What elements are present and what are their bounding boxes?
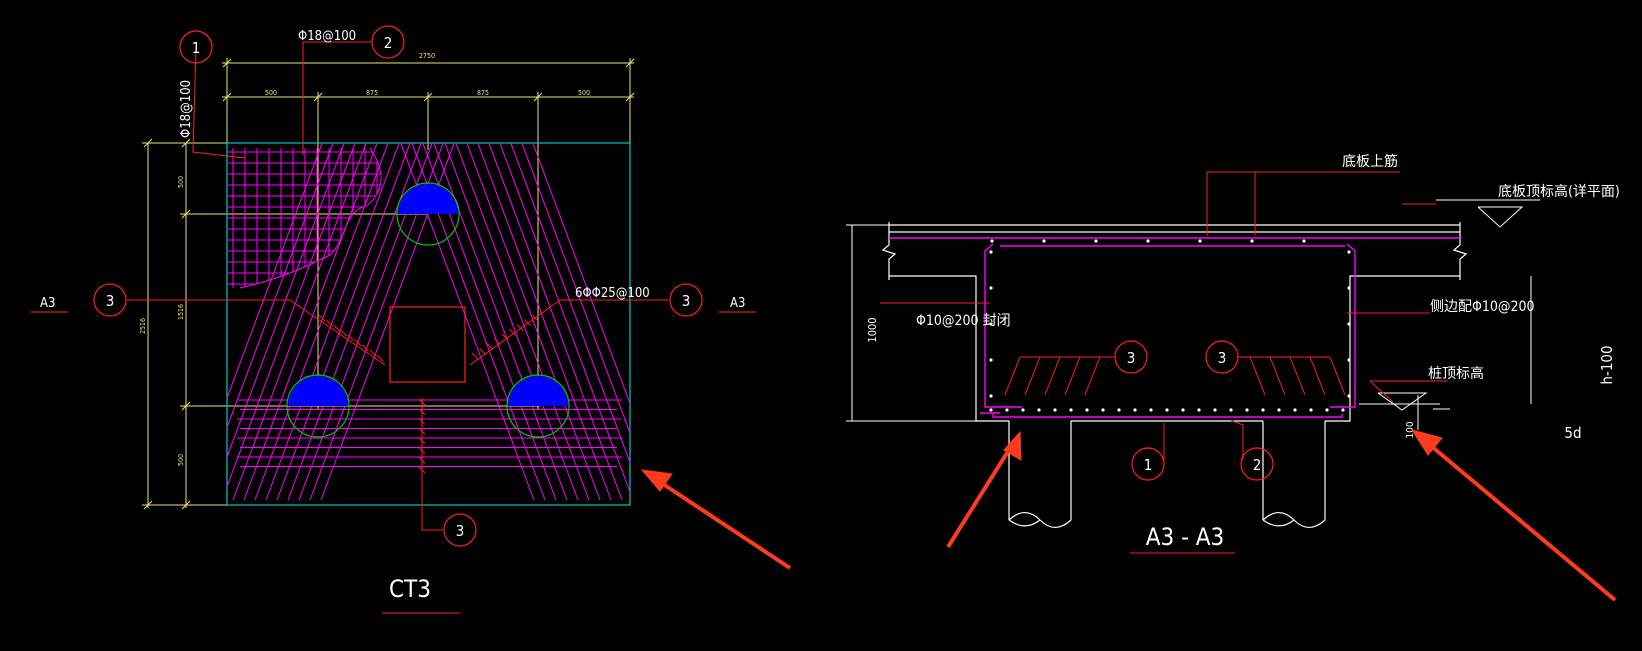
pile-bottom-right [506, 374, 570, 438]
pile-top-mark [1377, 392, 1428, 411]
callout-3-right: 3 [669, 283, 703, 317]
svg-text:1: 1 [192, 39, 201, 57]
rebar-label-top: Φ18@100 [298, 29, 356, 44]
label-side-bar: 侧边配Φ10@200 [1430, 299, 1535, 315]
section-view: 3 3 1 2 底板上筋 底板顶标高(详平面) Φ10@200 封闭 侧边配Φ1… [846, 153, 1620, 554]
label-anchor: 5d [1564, 424, 1581, 442]
section-dim-lines [846, 224, 1532, 430]
pile-bottom-left [286, 374, 350, 438]
section-callout-3-right: 3 [1205, 340, 1239, 374]
callout-3-left: 3 [93, 283, 127, 317]
plan-title: CT3 [389, 575, 431, 603]
arrow-section-left [946, 430, 1022, 549]
plan-leaders [30, 41, 756, 614]
svg-text:3: 3 [1127, 349, 1136, 367]
callout-1: 1 [179, 30, 213, 64]
svg-text:3: 3 [106, 292, 115, 310]
label-top-elev: 底板顶标高(详平面) [1498, 183, 1620, 200]
label-top-bar: 底板上筋 [1342, 153, 1398, 170]
label-depth: 1000 [866, 317, 879, 342]
plan-dim-left-2: 1516 [177, 304, 185, 320]
svg-text:1: 1 [1144, 456, 1153, 474]
section-leaders [880, 171, 1448, 554]
beam-rebar-right-band [400, 143, 630, 501]
section-callout-3-left: 3 [1114, 340, 1148, 374]
slab-mesh-hatch [228, 148, 382, 288]
svg-text:2: 2 [1253, 456, 1262, 474]
plan-dim-seg-2: 875 [366, 89, 378, 97]
arrow-section-right [1410, 429, 1617, 602]
plan-dim-left-1: 500 [177, 176, 185, 188]
section-callout-2: 2 [1240, 447, 1274, 481]
top-elevation-mark [1436, 199, 1540, 228]
plan-dim-left-3: 500 [177, 454, 185, 466]
center-column [389, 306, 466, 383]
label-pile-top: 桩顶标高 [1428, 365, 1484, 382]
svg-text:3: 3 [456, 522, 465, 540]
rebar-label-left: Φ18@100 [179, 80, 194, 138]
pile-top [396, 182, 460, 246]
section-callout-1: 1 [1131, 447, 1165, 481]
svg-text:3: 3 [682, 292, 691, 310]
annotation-arrows [640, 429, 1617, 602]
section-outline [881, 222, 1468, 529]
plan-left-dimension-lines [142, 138, 540, 510]
arrow-plan-corner [640, 469, 792, 570]
svg-text:3: 3 [1218, 349, 1227, 367]
plan-top-dimension-lines [222, 58, 635, 410]
section-rebar [889, 237, 1460, 418]
plan-dim-seg-1: 500 [265, 89, 277, 97]
svg-text:2: 2 [384, 34, 393, 52]
rebar-label-beam: 6ΦΦ25@100 [575, 286, 650, 301]
label-closure: Φ10@200 封闭 [916, 313, 1011, 329]
label-side-dim: h-100 [1598, 345, 1616, 384]
plan-dim-seg-4: 500 [578, 89, 590, 97]
section-mark-right: A3 [730, 296, 745, 311]
plan-dim-overall: 2750 [419, 52, 435, 60]
callout-3-bottom: 3 [443, 513, 477, 547]
plan-view: 2750 500 875 875 500 500 1516 500 2516 [30, 25, 756, 614]
label-embed: 100 [1405, 421, 1416, 438]
section-title: A3 - A3 [1146, 523, 1225, 551]
section-mark-left: A3 [40, 296, 55, 311]
plan-dim-left-overall: 2516 [139, 318, 147, 334]
section-rebar-dots [989, 239, 1351, 412]
cap-outline [226, 142, 631, 506]
callout-2: 2 [371, 25, 405, 59]
plan-dim-seg-3: 875 [477, 89, 489, 97]
